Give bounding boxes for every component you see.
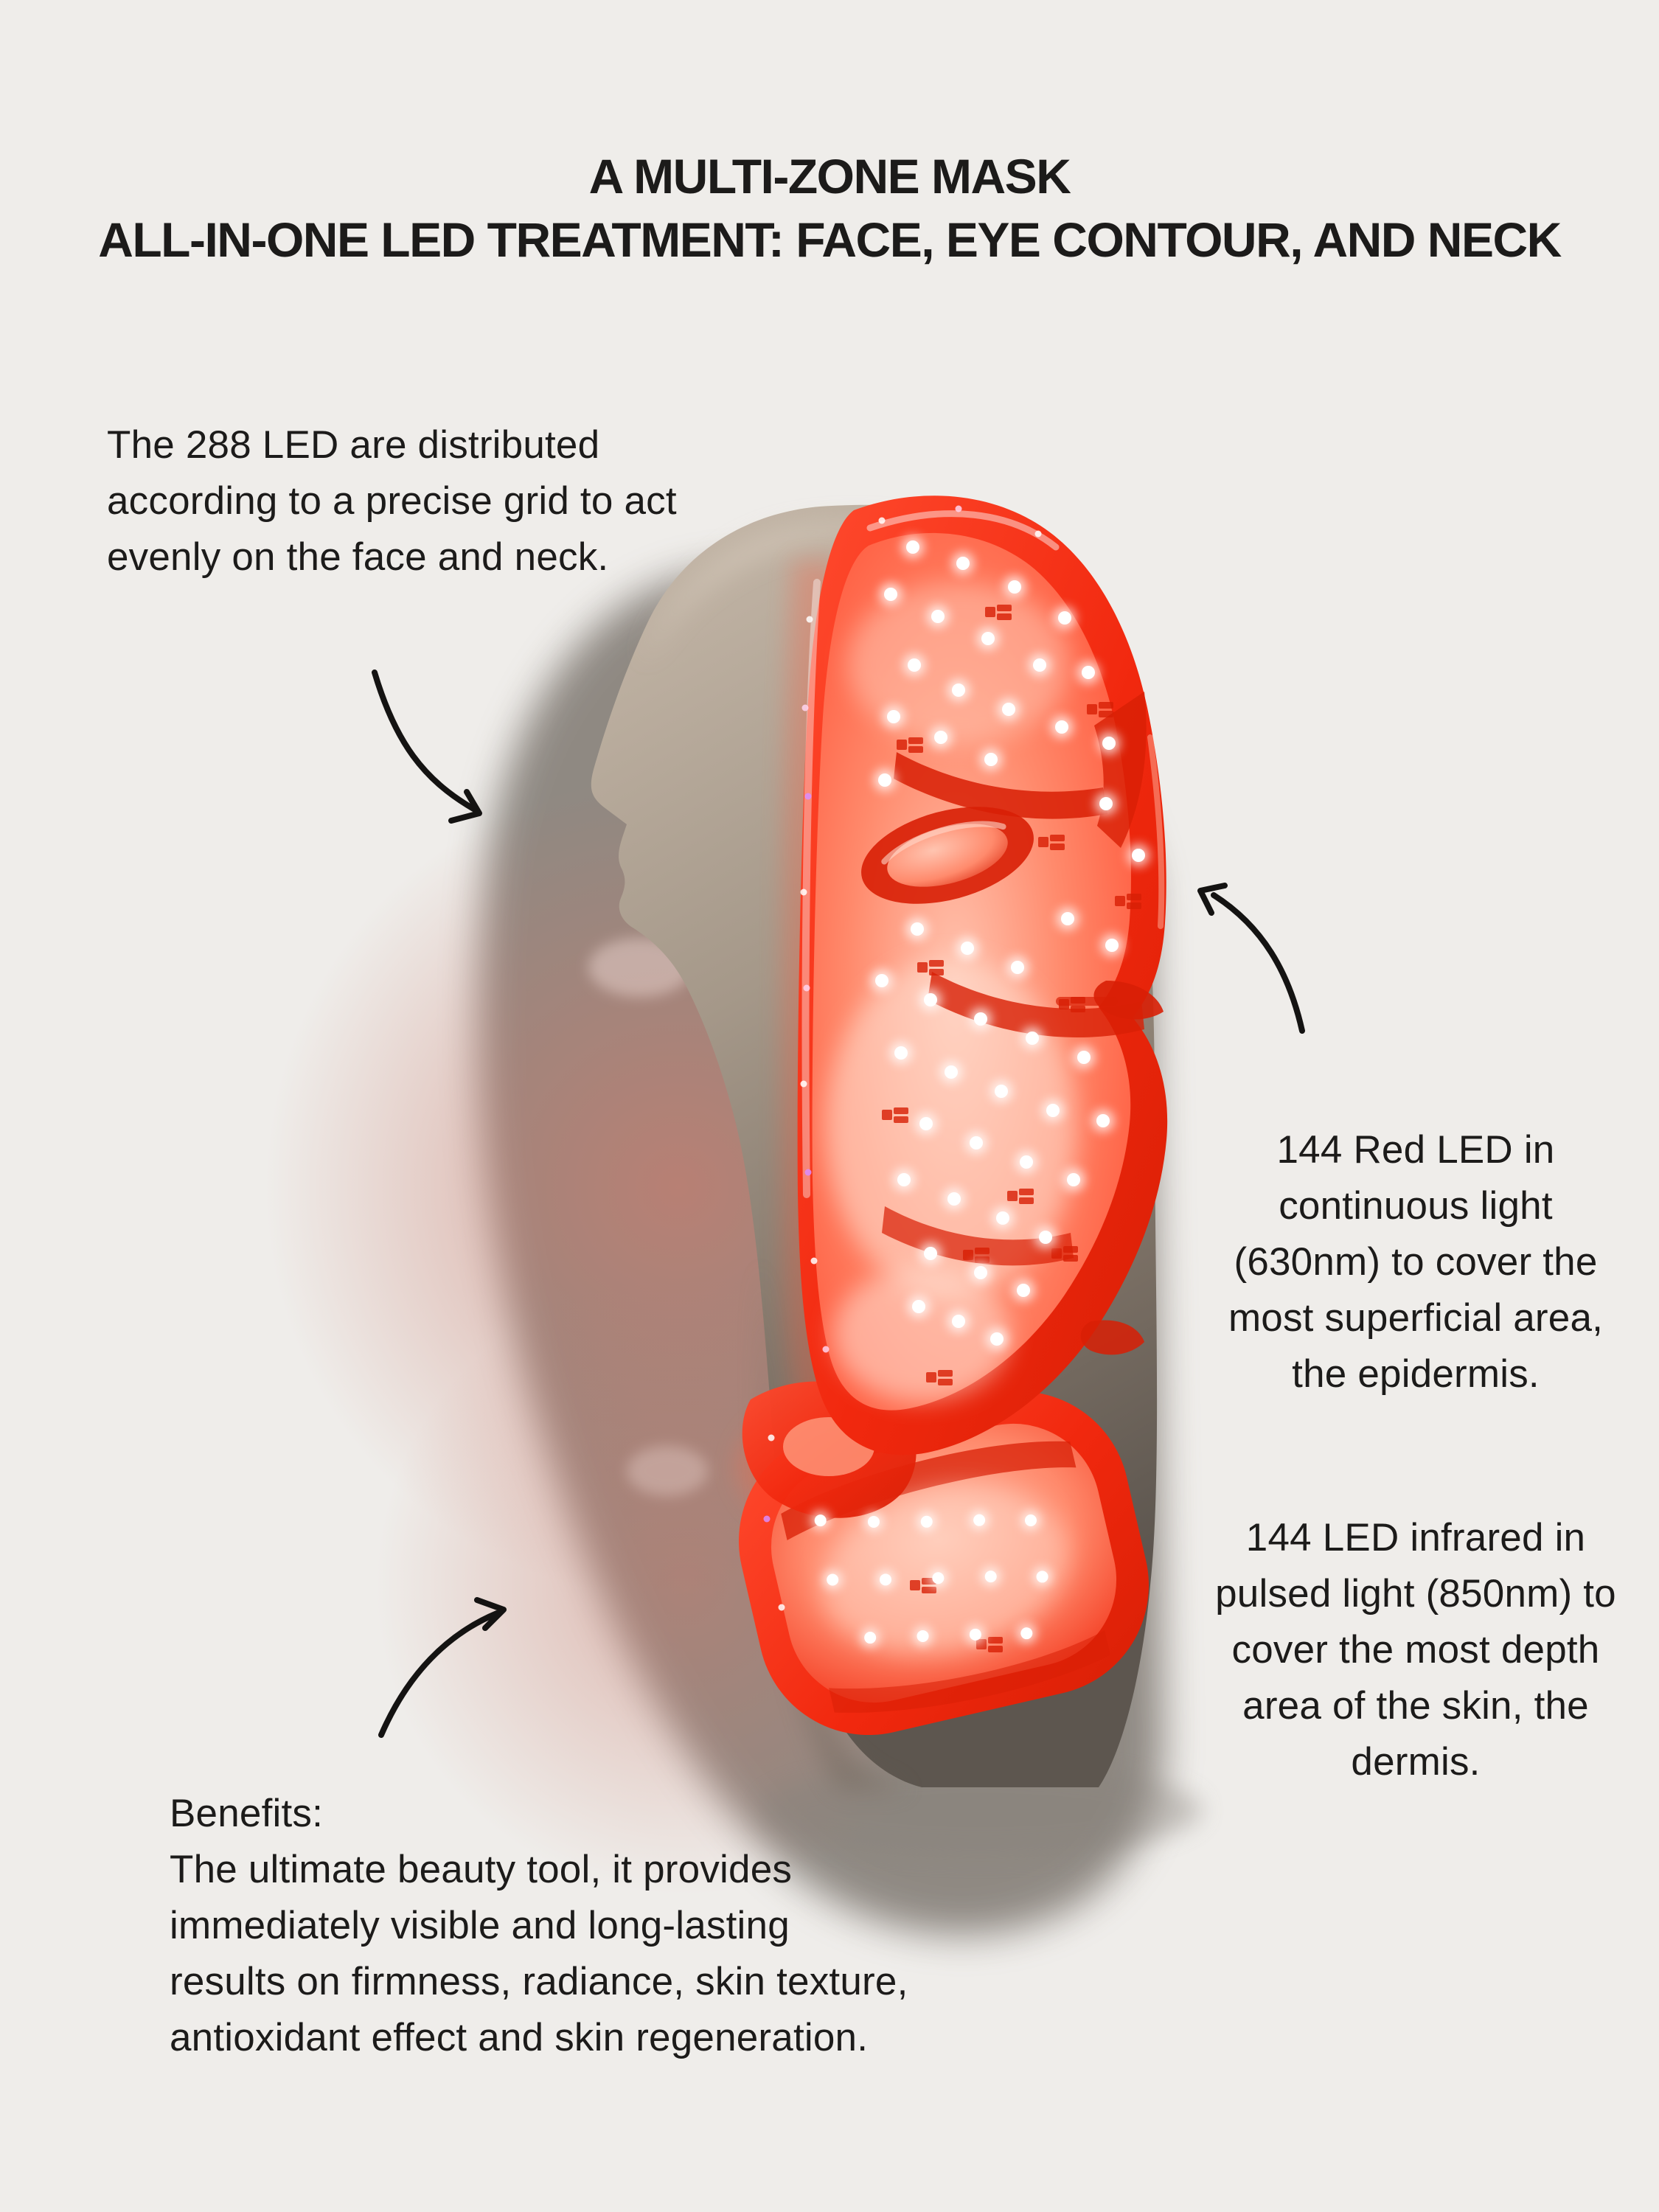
- curved-arrow-up-left-icon: [1197, 883, 1305, 1034]
- eye-contour-bump: [861, 807, 1034, 904]
- callout-right-column: 144 Red LED in continuous light (630nm) …: [1150, 1066, 1659, 1846]
- callout-infrared-led: 144 LED infrared in pulsed light (850nm)…: [1215, 1516, 1616, 1784]
- callout-red-led: 144 Red LED in continuous light (630nm) …: [1228, 1128, 1604, 1396]
- led-lights: [814, 540, 1145, 1644]
- led-chip-details: [882, 605, 1141, 1652]
- face-led-mask: [797, 495, 1168, 1455]
- curved-arrow-down-right-icon: [372, 669, 482, 824]
- callout-benefits: Benefits: The ultimate beauty tool, it p…: [170, 1792, 908, 2059]
- headline: A MULTI-ZONE MASK ALL-IN-ONE LED TREATME…: [98, 149, 1562, 268]
- curved-arrow-up-right-icon: [378, 1597, 507, 1738]
- rim-sparkles: [763, 505, 1042, 1611]
- callout-led-distribution: The 288 LED are distributed according to…: [107, 423, 677, 579]
